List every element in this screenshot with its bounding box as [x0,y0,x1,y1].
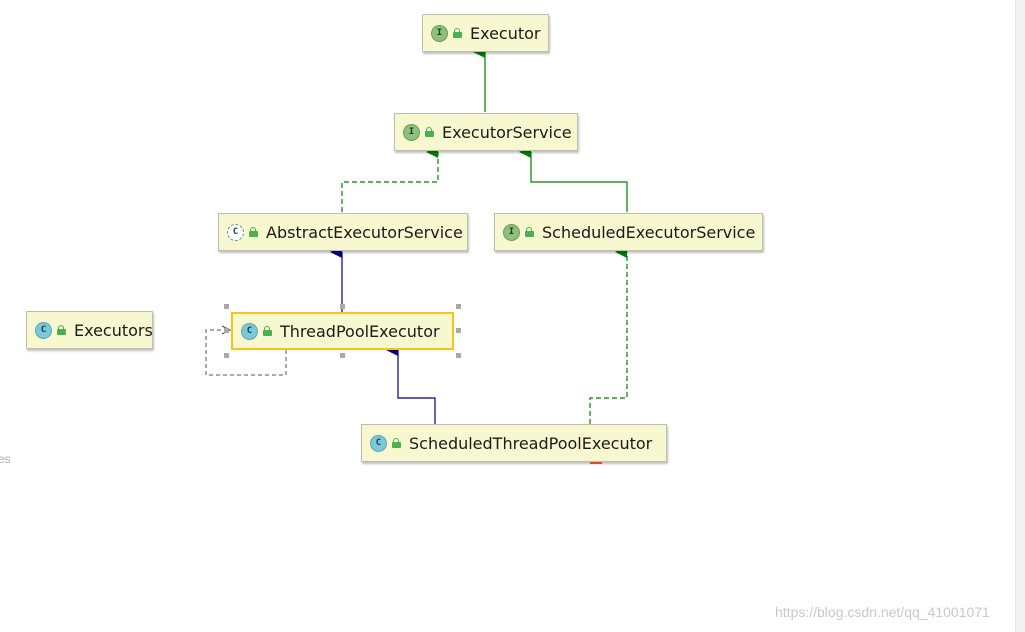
interface-icon: I [403,123,420,141]
interface-icon: I [503,223,520,241]
edge-scheduledthreadpoolexecutor-to-threadpoolexecutor [386,344,436,424]
edge-abstractexecutorservice-to-executorservice [341,146,439,212]
interface-icon: I [431,24,448,42]
lock-icon [425,127,434,137]
resize-handle[interactable] [340,353,345,358]
edge-scheduledthreadpoolexecutor-to-scheduledexecutorservice [589,246,628,424]
class-icon: C [370,434,387,452]
resize-handle[interactable] [224,304,229,309]
node-abstract-executor-service[interactable]: C AbstractExecutorService [218,213,468,251]
node-label: Executor [470,23,541,43]
node-scheduled-executor-service[interactable]: I ScheduledExecutorService [494,213,763,251]
lock-icon [263,326,272,336]
lock-icon [57,325,66,335]
abstract-class-icon: C [227,223,244,241]
left-edge-text-fragment: es [0,452,11,466]
watermark: https://blog.csdn.net/qq_41001071 [775,604,990,620]
node-label: ScheduledExecutorService [542,222,756,242]
node-thread-pool-executor[interactable]: C ThreadPoolExecutor [231,312,454,350]
resize-handle[interactable] [224,353,229,358]
right-panel-edge [1015,0,1025,632]
node-label: ThreadPoolExecutor [280,321,440,341]
class-icon: C [241,322,258,340]
resize-handle[interactable] [340,304,345,309]
node-executors[interactable]: C Executors [26,311,153,349]
resize-handle[interactable] [456,353,461,358]
resize-handle[interactable] [456,304,461,309]
edge-scheduledexecutorservice-to-executorservice [519,146,628,212]
red-underline-mark [590,462,602,464]
node-executor[interactable]: I Executor [422,14,549,52]
lock-icon [249,227,258,237]
node-label: ScheduledThreadPoolExecutor [409,433,653,453]
node-executor-service[interactable]: I ExecutorService [394,113,578,151]
lock-icon [392,438,401,448]
resize-handle[interactable] [224,328,229,333]
lock-icon [525,227,534,237]
node-scheduled-thread-pool-executor[interactable]: C ScheduledThreadPoolExecutor [361,424,667,462]
edge-threadpoolexecutor-self-loop [205,330,287,376]
class-icon: C [35,321,52,339]
node-label: Executors [74,320,153,340]
lock-icon [453,28,462,38]
node-label: AbstractExecutorService [266,222,463,242]
resize-handle[interactable] [456,328,461,333]
node-label: ExecutorService [442,122,572,142]
